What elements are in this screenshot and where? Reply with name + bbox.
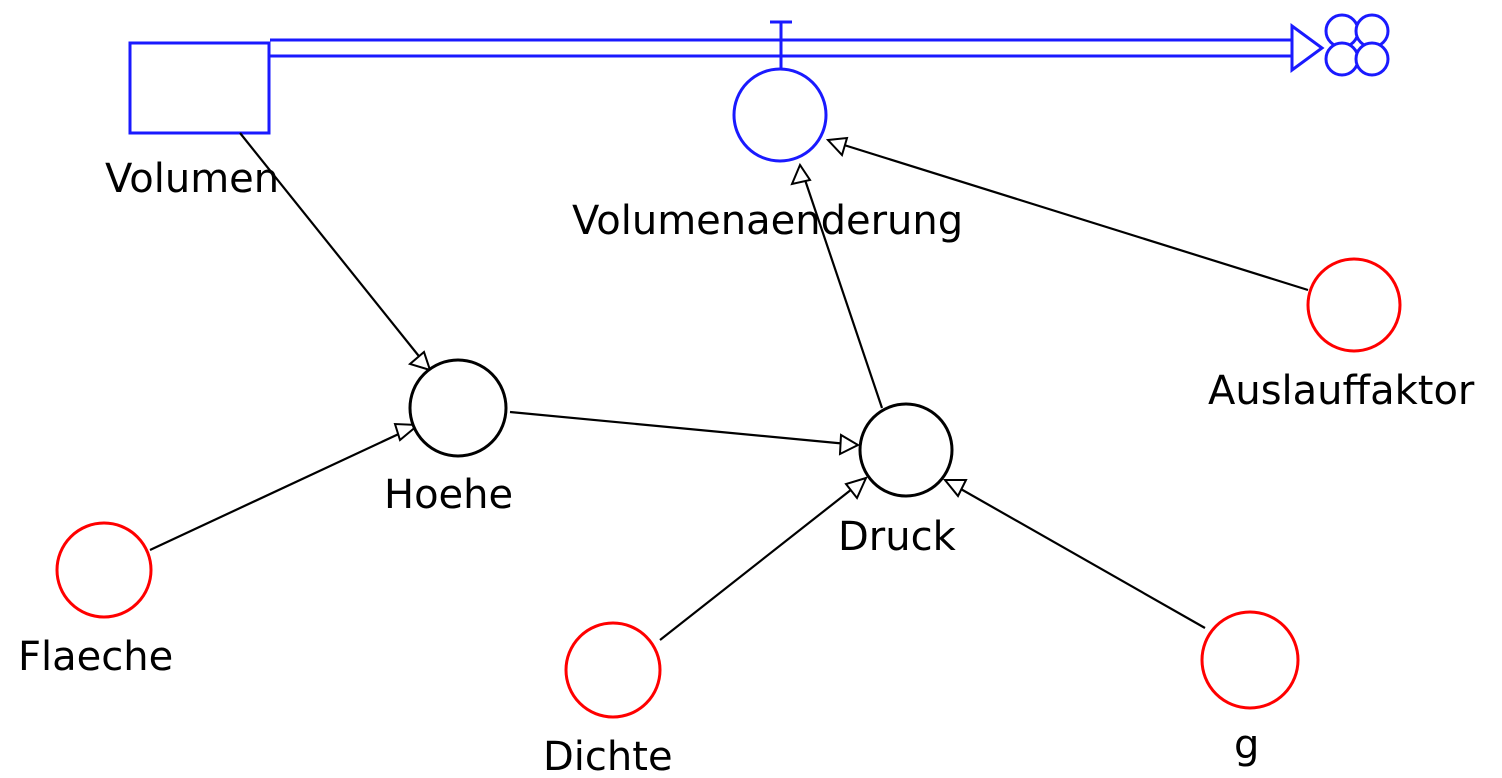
arrowhead-dichte-druck	[844, 476, 868, 500]
constant-g-label: g	[1234, 722, 1259, 768]
link-druck-volumenaenderung[interactable]	[798, 164, 884, 409]
flow-volumenaenderung-circle[interactable]	[732, 67, 828, 163]
constant-flaeche-label: Flaeche	[18, 634, 173, 680]
auxiliary-druck-circle[interactable]	[858, 402, 954, 498]
link-g-druck[interactable]	[944, 479, 1206, 629]
flow-valve[interactable]	[770, 20, 792, 70]
link-volumen-hoehe[interactable]	[239, 132, 431, 371]
arrowhead-volumen-hoehe	[407, 350, 432, 372]
auxiliary-hoehe-circle[interactable]	[408, 358, 508, 458]
constant-g-circle[interactable]	[1200, 610, 1300, 710]
stock-volumen-box[interactable]	[128, 41, 271, 135]
cloud-sink-icon	[1324, 13, 1390, 77]
constant-dichte-label: Dichte	[543, 734, 673, 778]
arrowhead-druck-volumenaenderung	[790, 162, 812, 186]
flow-volumenaenderung-label: Volumenaenderung	[572, 198, 963, 244]
flow-pipe	[270, 23, 1325, 73]
arrowhead-hoehe-druck	[838, 433, 861, 456]
auxiliary-hoehe-label: Hoehe	[384, 472, 513, 518]
arrowhead-auslauffaktor-volumenaenderung	[825, 136, 849, 157]
arrowhead-g-druck	[942, 479, 968, 498]
constant-flaeche-circle[interactable]	[55, 521, 153, 619]
links	[149, 132, 1309, 641]
flow-arrowhead	[1290, 23, 1325, 73]
stock-volumen-label: Volumen	[105, 156, 279, 202]
link-dichte-druck[interactable]	[659, 477, 867, 641]
constant-dichte-circle[interactable]	[564, 621, 662, 719]
link-flaeche-hoehe[interactable]	[149, 424, 419, 551]
constant-auslauffaktor-label: Auslauffaktor	[1208, 368, 1475, 414]
link-hoehe-druck[interactable]	[509, 410, 859, 447]
arrowhead-flaeche-hoehe	[393, 422, 421, 442]
constant-auslauffaktor-circle[interactable]	[1306, 257, 1402, 353]
link-auslauffaktor-volumenaenderung[interactable]	[827, 138, 1309, 292]
auxiliary-druck-label: Druck	[838, 514, 957, 560]
